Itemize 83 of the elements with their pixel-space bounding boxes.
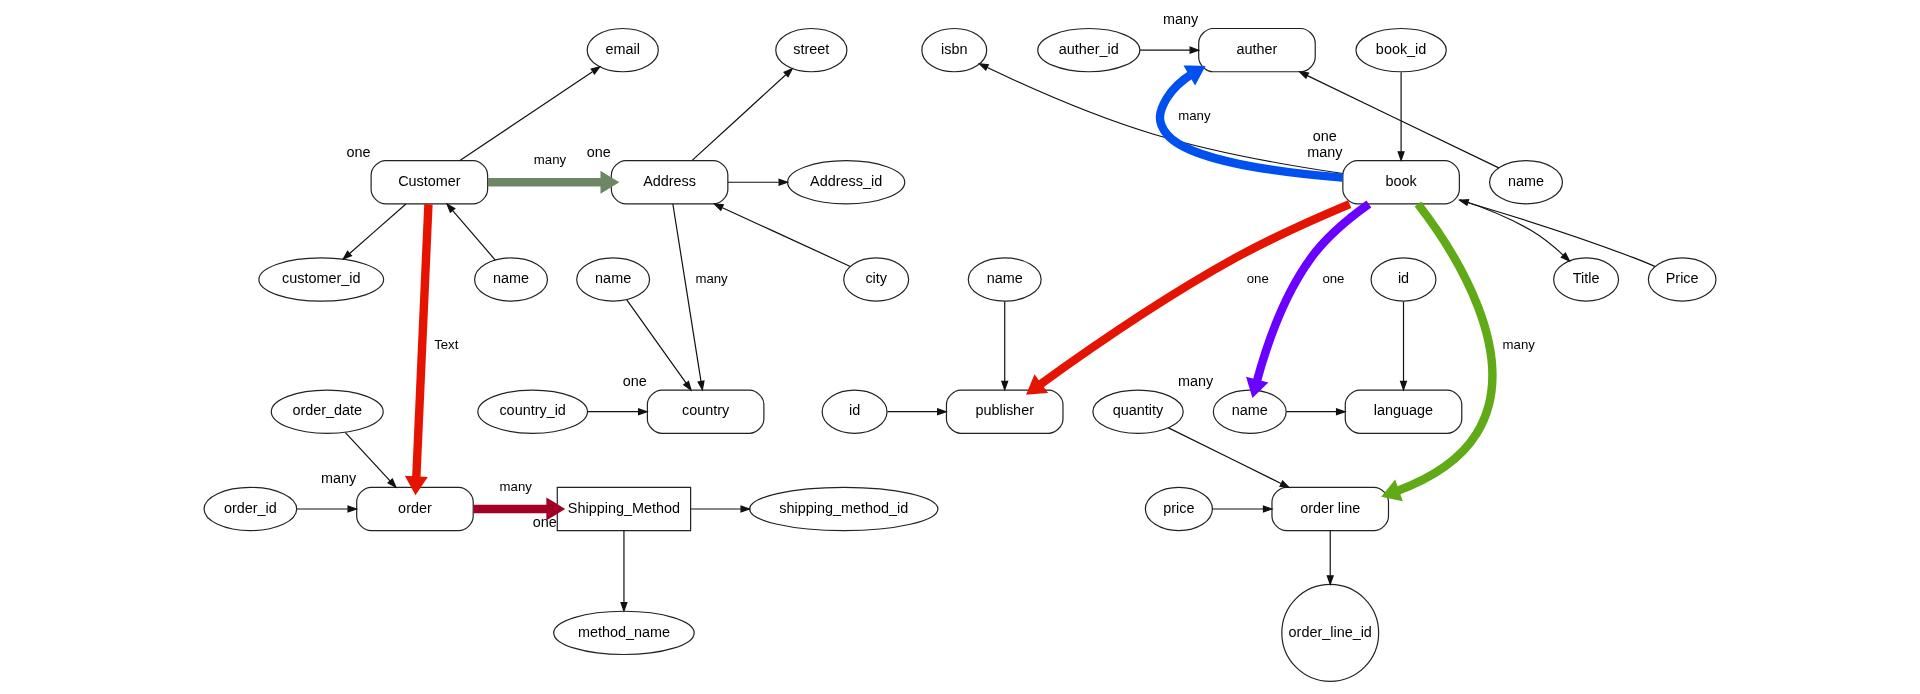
arrow <box>1326 530 1335 586</box>
arrow <box>712 203 851 268</box>
node-ellipse: shipping_method_id <box>749 486 939 532</box>
edge-label: many <box>499 478 532 494</box>
node-ellipse: name <box>576 257 651 302</box>
node-ellipse: name <box>474 257 549 302</box>
arrow <box>445 202 496 261</box>
node-ellipse: country_id <box>477 389 589 434</box>
edge-label: many <box>1502 336 1535 352</box>
node-ellipse: name <box>1489 160 1564 205</box>
node-ellipse: Price <box>1647 257 1717 302</box>
node-circle: order_line_id <box>1281 583 1380 682</box>
node-label: one <box>346 143 371 160</box>
arrow <box>1155 65 1344 182</box>
arrow <box>1457 199 1656 267</box>
arrow <box>1246 200 1372 398</box>
arrow <box>1397 71 1405 163</box>
arrow <box>691 67 794 161</box>
node-label: many <box>1163 11 1199 28</box>
arrow <box>1212 505 1274 513</box>
node-box: Customer <box>370 160 489 205</box>
edge-label: many <box>533 152 567 167</box>
arrow <box>1000 301 1009 392</box>
node-ellipse: name <box>967 257 1042 302</box>
node-ellipse: id <box>821 389 888 434</box>
node-label: many <box>321 470 357 487</box>
node-ellipse: auther_id <box>1037 27 1141 73</box>
node-box: publisher <box>945 389 1064 434</box>
arrow <box>1381 201 1497 502</box>
edge-label: one <box>1246 270 1269 286</box>
arrow <box>1285 407 1347 416</box>
arrow <box>1399 301 1408 392</box>
arrow <box>886 407 948 416</box>
node-ellipse: order_id <box>203 486 298 532</box>
node-box: order <box>356 486 474 532</box>
node-box: Address <box>610 160 729 205</box>
arrow <box>404 204 433 496</box>
arrow <box>473 497 566 521</box>
node-ellipse: city <box>843 257 910 302</box>
node-label: many <box>1177 372 1214 389</box>
arrow <box>672 203 705 392</box>
node-ellipse: order_date <box>270 389 384 434</box>
node-ellipse: name <box>1212 389 1287 434</box>
arrow <box>341 203 407 261</box>
arrow <box>620 530 628 613</box>
node-ellipse: quantity <box>1092 389 1184 434</box>
arrow <box>1297 71 1500 169</box>
node-ellipse: Address_id <box>787 160 906 205</box>
arrow <box>690 505 752 513</box>
arrow <box>1139 46 1201 54</box>
node-box: book <box>1342 160 1460 205</box>
arrow <box>1026 200 1352 395</box>
node-ellipse: customer_id <box>258 257 385 302</box>
node-label: one <box>532 513 557 530</box>
edge-label: many <box>1178 107 1211 123</box>
arrow <box>586 407 649 416</box>
node-ellipse: price <box>1144 486 1213 532</box>
node-ellipse: street <box>775 27 848 73</box>
node-ellipse: book_id <box>1355 27 1447 73</box>
node-ellipse: method_name <box>553 610 695 656</box>
node-box: country <box>646 389 765 434</box>
edge-label: one <box>1322 270 1345 286</box>
node-label: one <box>586 143 611 160</box>
node-box: order line <box>1271 486 1390 532</box>
edge-label: Text <box>434 336 459 352</box>
arrow <box>977 63 1344 175</box>
arrow <box>487 170 620 194</box>
node-label: one <box>1312 127 1337 144</box>
arrow <box>459 65 602 162</box>
node-ellipse: id <box>1370 257 1437 302</box>
edge-label: many <box>695 270 728 286</box>
node-box: auther <box>1198 27 1316 73</box>
node-box: Shipping_Method <box>556 486 692 532</box>
node-label: one <box>622 372 647 389</box>
arrow <box>626 299 693 392</box>
node-box: language <box>1344 389 1463 434</box>
arrow <box>344 431 398 489</box>
arrow <box>296 505 359 513</box>
arrow <box>727 178 790 187</box>
arrow <box>1459 198 1571 263</box>
arrow <box>1167 427 1291 489</box>
node-label: many <box>1307 143 1343 160</box>
node-ellipse: Title <box>1553 257 1620 302</box>
